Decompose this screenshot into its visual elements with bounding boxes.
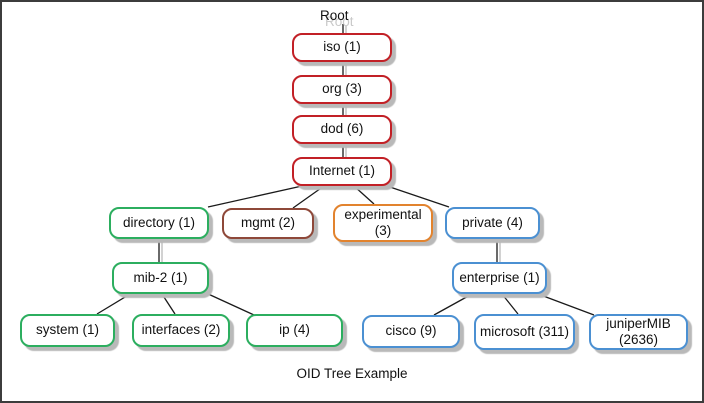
node-directory: directory (1) xyxy=(109,207,209,239)
edge-line xyxy=(207,185,303,208)
node-label: interfaces (2) xyxy=(141,322,221,338)
edge-line xyxy=(433,293,473,316)
node-label: cisco (9) xyxy=(385,323,437,339)
node-private: private (4) xyxy=(445,207,540,239)
node-label: iso (1) xyxy=(323,39,361,55)
node-interfaces: interfaces (2) xyxy=(132,314,230,347)
node-label: org (3) xyxy=(322,81,362,97)
edge-line xyxy=(96,293,131,315)
edge-line xyxy=(161,293,176,315)
node-label: directory (1) xyxy=(122,214,195,230)
edge-line xyxy=(386,185,450,208)
node-dod: dod (6) xyxy=(292,115,392,144)
root-label-shadow: Root xyxy=(325,14,354,29)
node-ip: ip (4) xyxy=(246,314,343,347)
node-label: mib-2 (1) xyxy=(133,269,188,285)
node-experimental: experimental (3) xyxy=(333,204,433,242)
node-label: enterprise (1) xyxy=(459,269,540,285)
node-label: microsoft (311) xyxy=(479,323,570,339)
edge-line xyxy=(292,185,325,209)
edge-line xyxy=(353,185,375,205)
node-iso: iso (1) xyxy=(292,33,392,62)
node-label: dod (6) xyxy=(320,121,364,137)
node-mgmt: mgmt (2) xyxy=(222,208,314,239)
node-label: system (1) xyxy=(35,322,99,338)
node-label: mgmt (2) xyxy=(241,215,295,231)
node-label: experimental (3) xyxy=(344,206,422,238)
edge-line xyxy=(537,293,595,316)
node-microsoft: microsoft (311) xyxy=(474,314,575,350)
node-cisco: cisco (9) xyxy=(362,315,460,348)
diagram-caption: OID Tree Example xyxy=(296,366,408,381)
node-enterprise: enterprise (1) xyxy=(452,262,547,294)
node-label: private (4) xyxy=(462,214,523,230)
node-org: org (3) xyxy=(292,75,392,104)
node-junipermib: juniperMIB (2636) xyxy=(589,314,688,350)
node-internet: Internet (1) xyxy=(292,157,392,186)
node-system: system (1) xyxy=(20,314,115,347)
node-label: ip (4) xyxy=(279,322,310,338)
node-label: juniperMIB (2636) xyxy=(606,315,671,347)
root-label: Root xyxy=(320,8,349,23)
node-mib2: mib-2 (1) xyxy=(112,262,209,294)
edge-line xyxy=(501,293,519,315)
node-label: Internet (1) xyxy=(308,163,376,179)
edge-line xyxy=(205,292,255,316)
